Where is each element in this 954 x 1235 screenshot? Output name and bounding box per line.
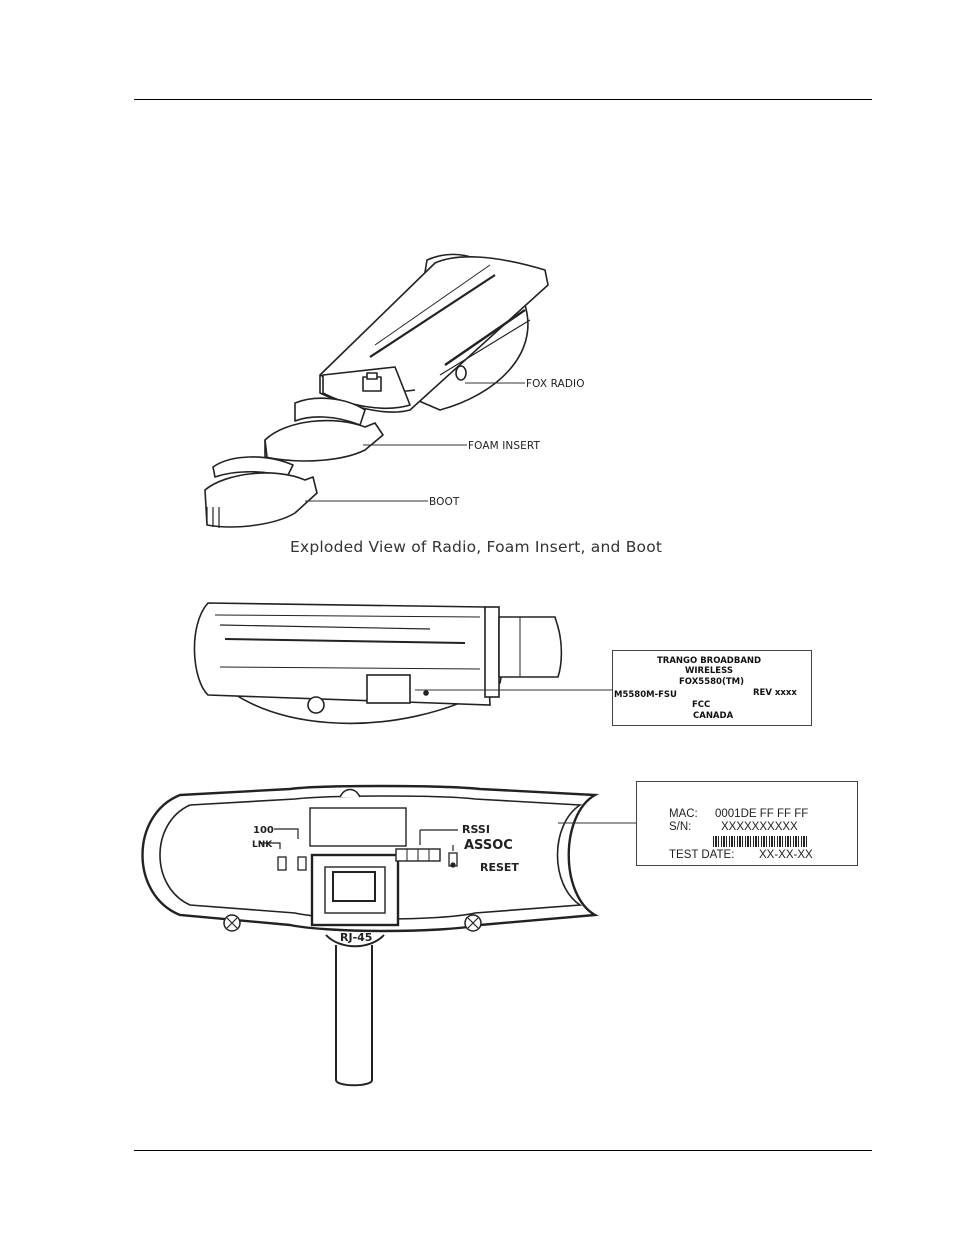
- led-100-label: 100: [253, 825, 274, 836]
- mac-key: MAC:: [669, 808, 698, 820]
- led-lnk-label: LNK: [252, 840, 273, 850]
- fcc-label-rev: REV xxxx: [753, 688, 797, 698]
- fcc-label-line2: WIRELESS: [685, 666, 733, 676]
- fox-radio-drawing: [320, 254, 548, 412]
- foam-insert-label: FOAM INSERT: [468, 440, 540, 452]
- boot-drawing: [205, 457, 317, 528]
- barcode: [713, 836, 809, 847]
- mac-label: MAC: 0001DE FF FF FF S/N: XXXXXXXXXX TES…: [636, 781, 858, 866]
- fcc-label-model: M5580M-FSU: [614, 690, 677, 700]
- rj45-label: RJ-45: [340, 931, 372, 944]
- led-rssi-label: RSSI: [462, 823, 490, 836]
- test-date-key: TEST DATE:: [669, 849, 734, 861]
- side-view-illustration: [180, 595, 615, 745]
- reset-label: RESET: [480, 861, 519, 874]
- fox-radio-label: FOX RADIO: [526, 378, 585, 390]
- boot-label: BOOT: [429, 496, 460, 508]
- fcc-label-canada: CANADA: [693, 711, 733, 721]
- header-rule: [134, 99, 872, 100]
- test-date-value: XX-XX-XX: [759, 849, 813, 861]
- led-assoc-label: ASSOC: [464, 838, 513, 853]
- sn-value: XXXXXXXXXX: [721, 821, 798, 833]
- exploded-view-illustration: FOX RADIO FOAM INSERT BOOT: [195, 245, 615, 540]
- fcc-label-fcc: FCC: [692, 700, 710, 710]
- fcc-label-line1: TRANGO BROADBAND: [657, 656, 761, 666]
- bottom-panel-illustration: 100 LNK RSSI ASSOC RESET RJ-45: [140, 775, 640, 1090]
- fcc-label-line3: FOX5580(TM): [679, 677, 744, 687]
- figure-caption: Exploded View of Radio, Foam Insert, and…: [290, 538, 662, 556]
- footer-rule: [134, 1150, 872, 1151]
- mac-value: 0001DE FF FF FF: [715, 808, 808, 820]
- fcc-label: TRANGO BROADBAND WIRELESS FOX5580(TM) M5…: [612, 650, 812, 726]
- sn-key: S/N:: [669, 821, 691, 833]
